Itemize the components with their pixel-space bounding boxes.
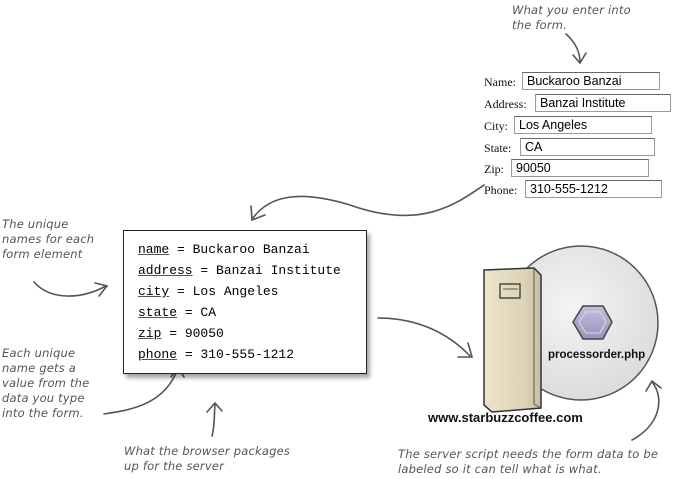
browser-note-line: up for the server — [124, 459, 225, 473]
form-note-line: the form. — [512, 18, 567, 32]
values-note: Each unique name gets a value from the d… — [2, 346, 89, 421]
data-key: city — [138, 284, 170, 299]
data-key: state — [138, 305, 178, 320]
names-note-line: form element — [2, 247, 83, 261]
data-value: Banzai Institute — [216, 263, 341, 278]
data-line-city: city = Los Angeles — [138, 284, 279, 299]
city-label: City: — [484, 119, 509, 133]
script-name: processorder.php — [548, 349, 646, 361]
data-value: Los Angeles — [192, 284, 279, 299]
server-tower-icon — [483, 267, 542, 413]
browser-note: What the browser packages up for the ser… — [124, 444, 290, 474]
names-note-line: names for each — [2, 232, 95, 246]
arrow-browser — [206, 401, 223, 437]
phone-label: Phone: — [484, 183, 518, 197]
data-key: phone — [138, 347, 178, 362]
data-key: address — [138, 263, 193, 278]
address-input[interactable]: Banzai Institute — [535, 94, 671, 112]
server-note-line: labeled so it can tell what is what. — [398, 462, 602, 476]
state-label: State: — [484, 141, 512, 155]
name-label: Name: — [484, 75, 516, 89]
packaged-data-box: name = Buckaroo Banzai address = Banzai … — [123, 230, 367, 374]
browser-note-line: What the browser packages — [124, 444, 291, 458]
arrow-server-note — [631, 379, 662, 441]
address-label: Address: — [484, 97, 527, 111]
data-value: CA — [200, 305, 217, 320]
values-note-line: data you type — [2, 391, 85, 405]
values-note-line: name gets a — [2, 361, 77, 375]
zip-label: Zip: — [484, 162, 504, 176]
data-value: 90050 — [184, 326, 224, 341]
arrow-to-server — [377, 317, 474, 358]
data-line-phone: phone = 310-555-1212 — [138, 347, 295, 362]
values-note-line: into the form. — [2, 406, 84, 420]
php-script-icon — [572, 305, 613, 340]
zip-input[interactable]: 90050 — [511, 159, 649, 177]
server-url: www.starbuzzcoffee.com — [428, 410, 583, 425]
form-note-line: What you enter into — [512, 3, 631, 17]
data-value: 310-555-1212 — [200, 347, 295, 362]
phone-input[interactable]: 310-555-1212 — [525, 180, 662, 198]
arrow-form-to-data — [250, 184, 485, 222]
server-note: The server script needs the form data to… — [398, 447, 658, 477]
name-input[interactable]: Buckaroo Banzai — [522, 72, 660, 90]
arrow-to-form — [565, 33, 587, 65]
names-note: The unique names for each form element — [2, 217, 94, 262]
city-input[interactable]: Los Angeles — [514, 116, 652, 134]
server-note-line: The server script needs the form data to… — [398, 447, 659, 461]
data-line-state: state = CA — [138, 305, 217, 320]
arrow-names — [33, 281, 109, 297]
data-line-name: name = Buckaroo Banzai — [138, 242, 310, 257]
data-line-address: address = Banzai Institute — [138, 263, 341, 278]
form-note: What you enter into the form. — [512, 3, 631, 33]
names-note-line: The unique — [2, 217, 69, 231]
data-line-zip: zip = 90050 — [138, 326, 224, 341]
data-key: name — [138, 242, 170, 257]
state-input[interactable]: CA — [520, 138, 655, 156]
values-note-line: Each unique — [2, 346, 76, 360]
arrow-values — [103, 365, 185, 415]
data-value: Buckaroo Banzai — [192, 242, 310, 257]
values-note-line: value from the — [2, 376, 90, 390]
data-key: zip — [138, 326, 162, 341]
